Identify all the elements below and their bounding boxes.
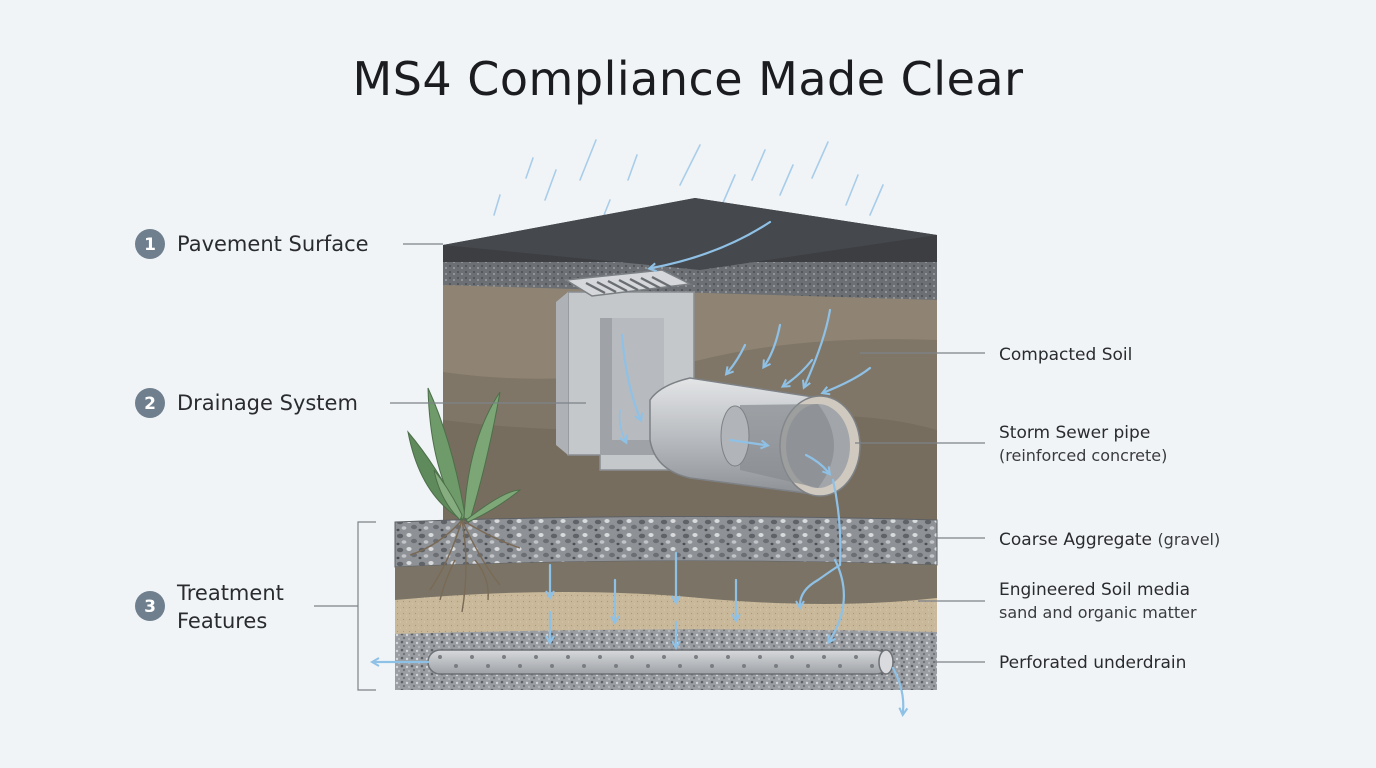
right-leader-lines: [855, 352, 985, 663]
storm-sewer-pipe: [649, 377, 861, 497]
badge-2: 2: [135, 388, 165, 418]
label-pavement-surface: Pavement Surface: [177, 232, 369, 256]
perforation-hole: [502, 655, 506, 659]
label-engineered-soil-media-note: sand and organic matter: [999, 603, 1197, 622]
perforation-hole: [518, 664, 522, 668]
perforation-hole: [790, 655, 794, 659]
svg-text:3: 3: [144, 597, 156, 617]
svg-text:1: 1: [144, 235, 156, 255]
coarse-aggregate-layer: [394, 515, 938, 568]
label-engineered-soil-media: Engineered Soil media: [999, 580, 1190, 600]
page-title: MS4 Compliance Made Clear: [352, 52, 1024, 106]
label-storm-sewer-pipe-note: (reinforced concrete): [999, 446, 1167, 465]
badge-1: 1: [135, 229, 165, 259]
perforation-hole: [534, 655, 538, 659]
pavement-surface-top: [443, 198, 937, 270]
perforation-hole: [774, 664, 778, 668]
perforation-hole: [598, 655, 602, 659]
label-storm-sewer-pipe: Storm Sewer pipe: [999, 423, 1150, 443]
perforated-underdrain: [427, 649, 894, 675]
perforation-hole: [726, 655, 730, 659]
label-treatment-features-line2: Features: [177, 609, 267, 633]
perforation-hole: [694, 655, 698, 659]
perforation-hole: [870, 664, 874, 668]
perforation-hole: [470, 655, 474, 659]
label-perforated-underdrain: Perforated underdrain: [999, 653, 1186, 673]
perforation-hole: [614, 664, 618, 668]
perforation-hole: [662, 655, 666, 659]
perforation-hole: [486, 664, 490, 668]
perforation-hole: [582, 664, 586, 668]
perforation-hole: [438, 655, 442, 659]
perforation-hole: [710, 664, 714, 668]
perforation-hole: [550, 664, 554, 668]
label-coarse-aggregate: Coarse Aggregate (gravel): [999, 530, 1220, 550]
badge-3: 3: [135, 591, 165, 621]
perforation-hole: [838, 664, 842, 668]
perforation-hole: [630, 655, 634, 659]
perforation-hole: [822, 655, 826, 659]
label-treatment-features-line1: Treatment: [176, 581, 284, 605]
plant-illustration: [407, 387, 522, 613]
perforation-hole: [566, 655, 570, 659]
water-flow-arrows: [375, 220, 903, 712]
sand-band: [395, 591, 937, 634]
perforation-hole: [678, 664, 682, 668]
perforation-hole: [454, 664, 458, 668]
perforation-hole: [854, 655, 858, 659]
left-leader-lines: [314, 243, 586, 691]
perforation-hole: [646, 664, 650, 668]
perforation-hole: [758, 655, 762, 659]
label-compacted-soil: Compacted Soil: [999, 345, 1132, 365]
label-drainage-system: Drainage System: [177, 391, 358, 415]
svg-text:2: 2: [144, 394, 156, 414]
perforation-hole: [806, 664, 810, 668]
pavement-base-layer: [443, 250, 937, 300]
perforation-hole: [742, 664, 746, 668]
